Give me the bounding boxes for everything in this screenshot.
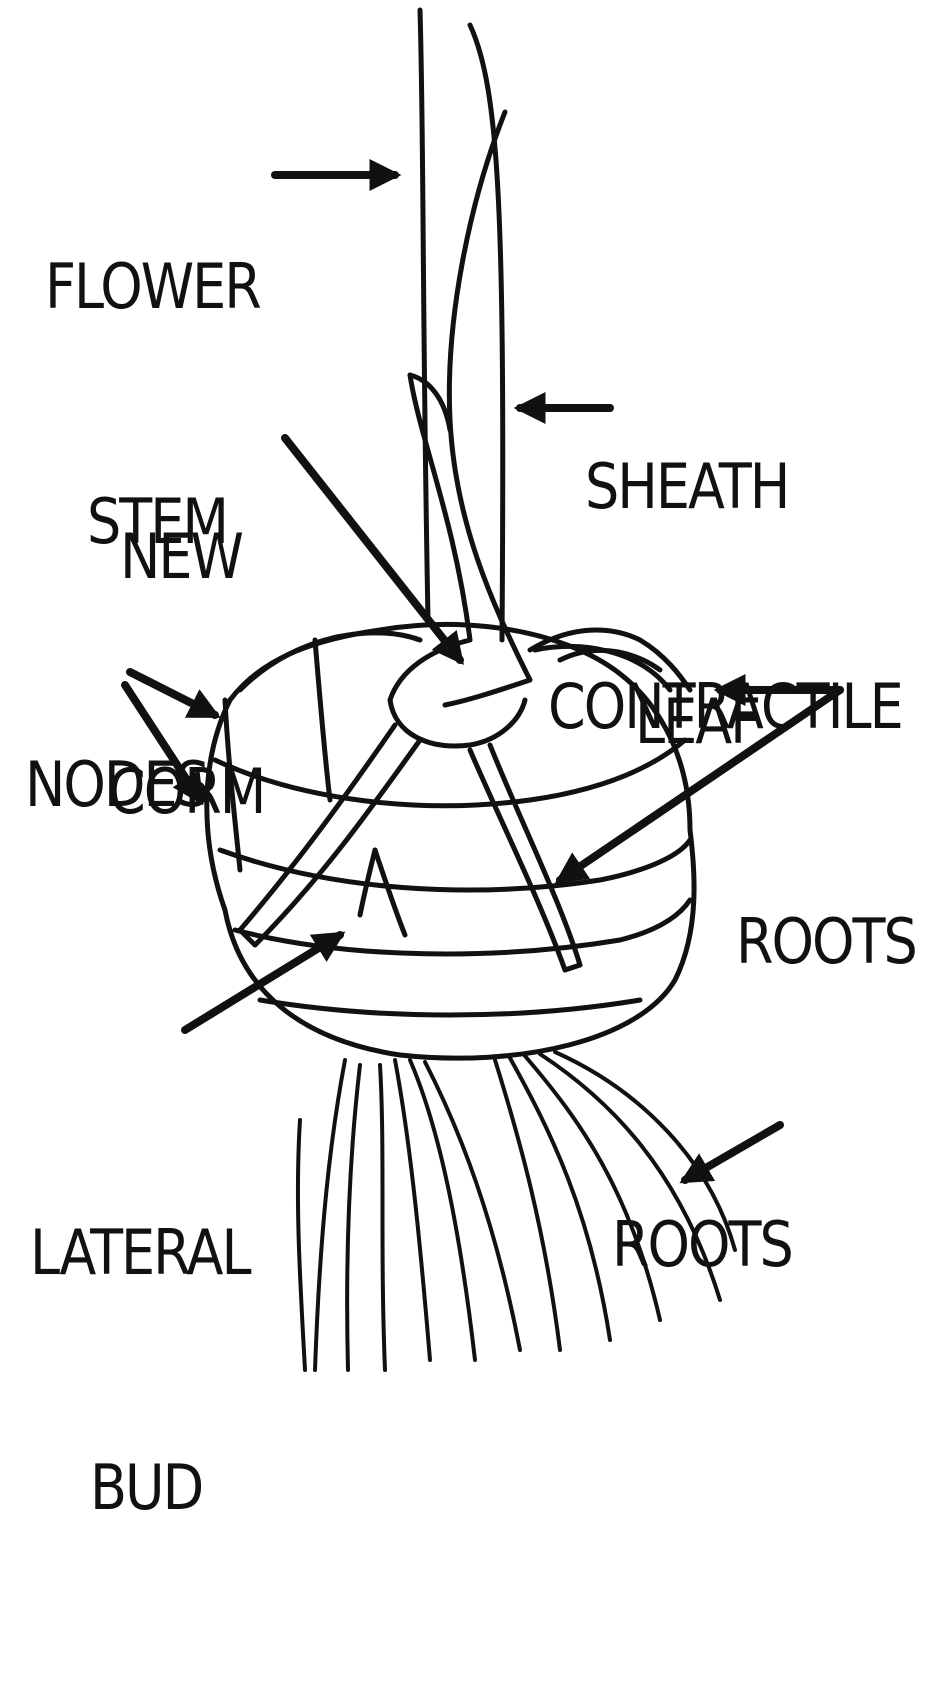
- flower-stem-shape: [420, 10, 428, 620]
- label-roots: ROOTS: [612, 1050, 792, 1441]
- label-line: BUD: [30, 1449, 250, 1527]
- label-line: NEW: [108, 518, 264, 596]
- label-lateral-bud: LATERAL BUD: [30, 1058, 250, 1684]
- label-line: ROOTS: [548, 903, 916, 981]
- label-line: LATERAL: [30, 1214, 250, 1292]
- label-nodes: NODES: [25, 590, 208, 981]
- label-line: CONTRACTILE: [548, 668, 916, 746]
- label-line: NODES: [25, 746, 208, 824]
- label-line: FLOWER: [45, 248, 260, 326]
- corm-diagram: FLOWER STEM SHEATH LEAF NEW CORM CONTRAC…: [0, 0, 937, 1390]
- label-line: ROOTS: [612, 1206, 792, 1284]
- label-contractile-roots: CONTRACTILE ROOTS: [548, 512, 916, 1138]
